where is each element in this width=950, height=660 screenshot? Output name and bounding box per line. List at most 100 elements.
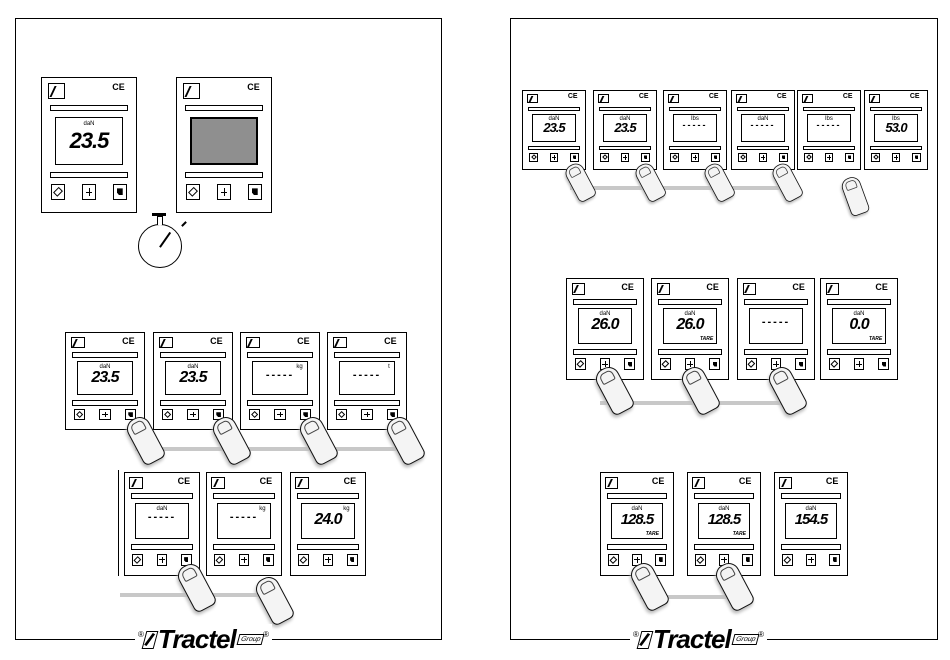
zero-button[interactable]	[335, 408, 348, 421]
unit-button[interactable]	[778, 152, 788, 162]
zero-button[interactable]	[670, 152, 680, 162]
zero-button[interactable]	[186, 183, 200, 200]
zero-button[interactable]	[214, 553, 226, 566]
unit-button[interactable]	[844, 152, 854, 162]
tare-button[interactable]	[620, 152, 630, 162]
tare-button[interactable]	[690, 152, 700, 162]
tractel-man-icon	[141, 630, 159, 649]
tractel-logo-icon	[825, 283, 840, 295]
zero-button[interactable]	[574, 358, 586, 370]
tractel-brand: ® Tractel Group ®	[630, 624, 768, 655]
device-unit-step-4: CE t-----	[327, 332, 407, 430]
tractel-logo-icon	[129, 477, 143, 490]
zero-button[interactable]	[804, 152, 814, 162]
unit-button[interactable]	[710, 152, 720, 162]
tare-button[interactable]	[891, 152, 901, 162]
tare-button[interactable]	[824, 152, 834, 162]
zero-button[interactable]	[738, 152, 748, 162]
tractel-logo-icon	[656, 283, 671, 295]
lcd-screen: daN 23.5	[55, 116, 123, 166]
tare-button[interactable]	[758, 152, 768, 162]
zero-button[interactable]	[695, 553, 706, 566]
tractel-logo-icon	[47, 83, 65, 100]
unit-button[interactable]	[829, 553, 840, 566]
tractel-logo-icon	[742, 283, 757, 295]
zero-button[interactable]	[600, 152, 610, 162]
device-tare-step-3: CE -----	[737, 278, 815, 380]
tractel-logo-icon	[868, 94, 880, 104]
unit-button[interactable]	[113, 183, 127, 200]
tractel-logo-icon	[801, 94, 813, 104]
zero-button[interactable]	[745, 358, 757, 370]
zero-button[interactable]	[248, 408, 261, 421]
tare-button[interactable]	[156, 553, 168, 566]
tractel-logo-icon	[245, 336, 260, 349]
tare-button[interactable]	[322, 553, 334, 566]
tractel-logo-icon	[735, 94, 747, 104]
zero-button[interactable]	[828, 358, 840, 370]
zero-button[interactable]	[871, 152, 881, 162]
unit-button[interactable]	[624, 358, 636, 370]
tractel-logo-icon	[667, 94, 679, 104]
device-top-4: CE daN-----	[731, 90, 795, 170]
unit-button[interactable]	[262, 553, 274, 566]
unit-button[interactable]	[911, 152, 921, 162]
tare-button[interactable]	[187, 408, 199, 421]
device-display-blank: CE	[176, 77, 272, 213]
tractel-logo-icon	[779, 477, 793, 490]
unit-button[interactable]	[795, 358, 807, 370]
tare-button[interactable]	[217, 183, 231, 200]
tare-button[interactable]	[238, 553, 250, 566]
tractel-logo-icon	[182, 83, 200, 100]
tractel-logo-icon	[332, 336, 347, 349]
tractel-brand: ® Tractel Group ®	[135, 624, 273, 655]
zero-button[interactable]	[132, 553, 144, 566]
lcd-screen-dark	[190, 116, 258, 166]
tare-button[interactable]	[549, 152, 559, 162]
sequence-line	[570, 186, 782, 190]
tare-button[interactable]	[274, 408, 286, 421]
tractel-logo-icon	[605, 477, 619, 490]
unit-button[interactable]	[248, 183, 262, 200]
tare-button[interactable]	[82, 183, 96, 200]
unit-button[interactable]	[640, 152, 650, 162]
zero-button[interactable]	[298, 553, 310, 566]
tare-button[interactable]	[99, 408, 111, 421]
tare-button[interactable]	[853, 358, 865, 370]
device-setting-step-1: CE daN-----	[124, 472, 200, 576]
device-setting-step-2: CE kg-----	[206, 472, 282, 576]
sequence-line	[135, 447, 400, 451]
tractel-logo-icon	[526, 94, 538, 104]
device-unit-step-3: CE kg-----	[240, 332, 320, 430]
tractel-logo-icon	[158, 336, 173, 349]
zero-button[interactable]	[608, 553, 619, 566]
zero-button[interactable]	[659, 358, 671, 370]
device-top-3: CE lbs-----	[663, 90, 727, 170]
tractel-logo-icon	[295, 477, 309, 490]
unit-button[interactable]	[742, 553, 753, 566]
tare-button[interactable]	[361, 408, 373, 421]
sequence-line	[640, 595, 735, 599]
ce-mark: CE	[112, 82, 125, 93]
tractel-logo-icon	[70, 336, 85, 349]
zero-button[interactable]	[529, 152, 539, 162]
tractel-man-icon	[636, 630, 654, 649]
zero-button[interactable]	[161, 408, 174, 421]
zero-button[interactable]	[73, 408, 86, 421]
unit-button[interactable]	[346, 553, 358, 566]
zero-button[interactable]	[51, 183, 65, 200]
unit-button[interactable]	[709, 358, 721, 370]
unit-button[interactable]	[878, 358, 890, 370]
tare-button[interactable]	[805, 553, 817, 566]
zero-button[interactable]	[782, 553, 793, 566]
unit-button[interactable]	[569, 152, 579, 162]
unit-button[interactable]	[655, 553, 666, 566]
